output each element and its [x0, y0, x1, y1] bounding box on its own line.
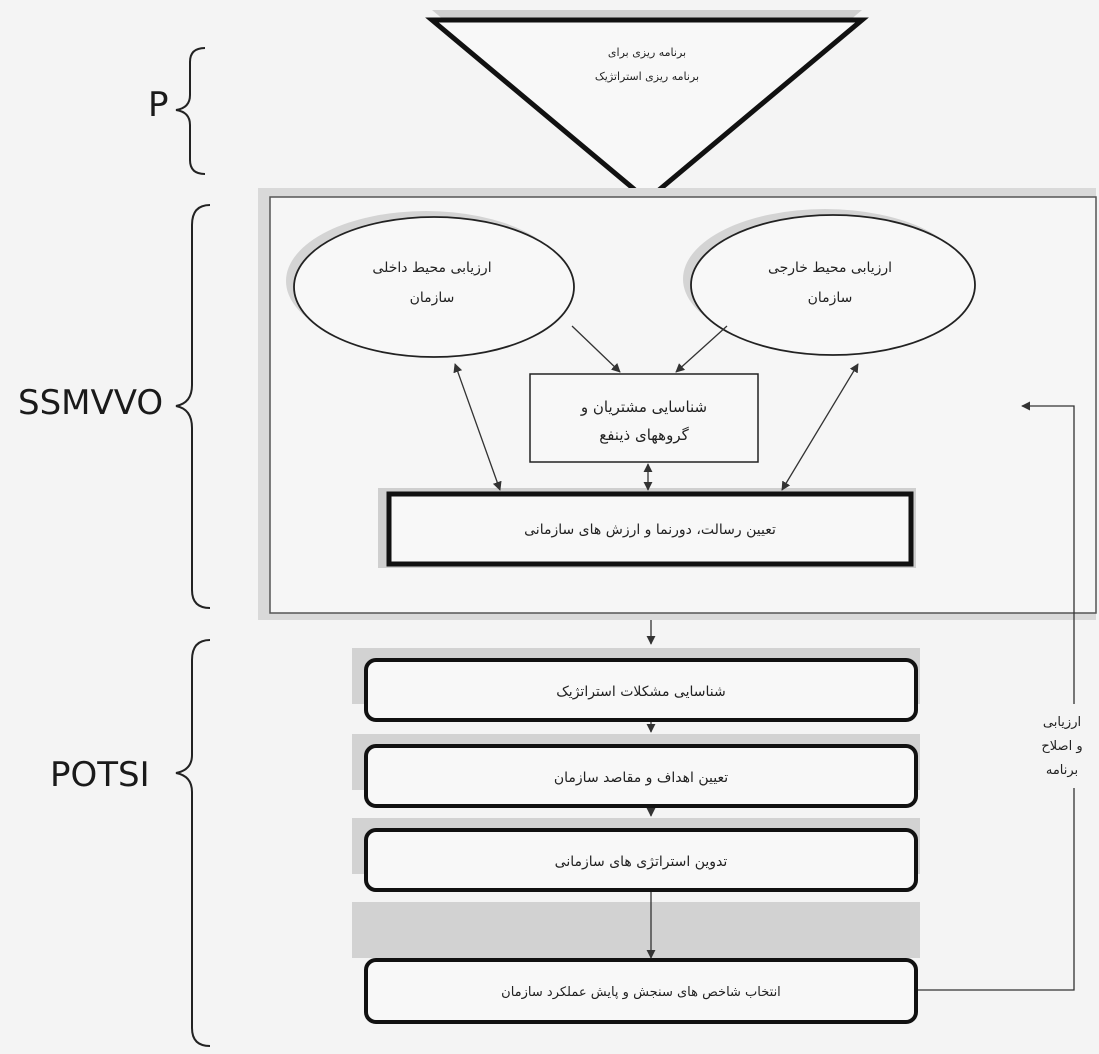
feedback-line3: برنامه — [1046, 763, 1078, 778]
step-box-4 — [352, 902, 920, 1024]
arrow-external-mission — [781, 363, 859, 491]
phase-label-ssmvvo: SSMVVO — [18, 383, 164, 423]
step-3-text: تدوین استراتژی های سازمانی — [555, 854, 728, 870]
feedback-line2: و اصلاح — [1041, 739, 1082, 754]
arrow-external-to-stakeholders — [675, 325, 728, 373]
triangle-text-line2: برنامه ریزی استراتژیک — [595, 70, 699, 83]
phase-label-p: P — [148, 85, 169, 125]
arrow-internal-to-stakeholders — [571, 325, 621, 373]
brace-ssmvvo — [175, 204, 211, 609]
step-1-text: شناسایی مشکلات استراتژیک — [556, 684, 725, 700]
ellipse-external — [683, 209, 976, 356]
feedback-line1: ارزیابی — [1043, 715, 1081, 730]
ellipse-external-line1: ارزیابی محیط خارجی — [768, 260, 892, 276]
ellipse-external-line2: سازمان — [808, 290, 853, 306]
ellipse-internal-line2: سازمان — [410, 290, 455, 306]
step-2-text: تعیین اهداف و مقاصد سازمان — [554, 770, 728, 786]
feedback-label-box — [1026, 704, 1098, 788]
stakeholders-line1: شناسایی مشتریان و — [580, 398, 707, 416]
step-4-text: انتخاب شاخص های سنجش و پایش عملکرد سازما… — [501, 985, 781, 1000]
triangle-text-line1: برنامه ریزی برای — [608, 46, 686, 59]
brace-p — [175, 47, 206, 175]
step-box-3 — [352, 818, 920, 892]
arrow-internal-mission — [453, 363, 502, 491]
planning-triangle — [425, 10, 869, 204]
step-box-2 — [352, 734, 920, 808]
phase-label-potsi: POTSI — [50, 755, 150, 795]
brace-potsi — [175, 639, 211, 1047]
feedback-loop — [918, 401, 1075, 991]
ellipse-internal — [286, 211, 575, 358]
mission-box — [378, 488, 916, 568]
stakeholders-box — [529, 373, 759, 463]
ellipse-internal-line1: ارزیابی محیط داخلی — [372, 260, 491, 276]
stakeholders-line2: گروههای ذینفع — [599, 426, 689, 444]
step-box-1 — [352, 648, 920, 722]
mission-text: تعیین رسالت، دورنما و ارزش های سازمانی — [524, 522, 776, 538]
